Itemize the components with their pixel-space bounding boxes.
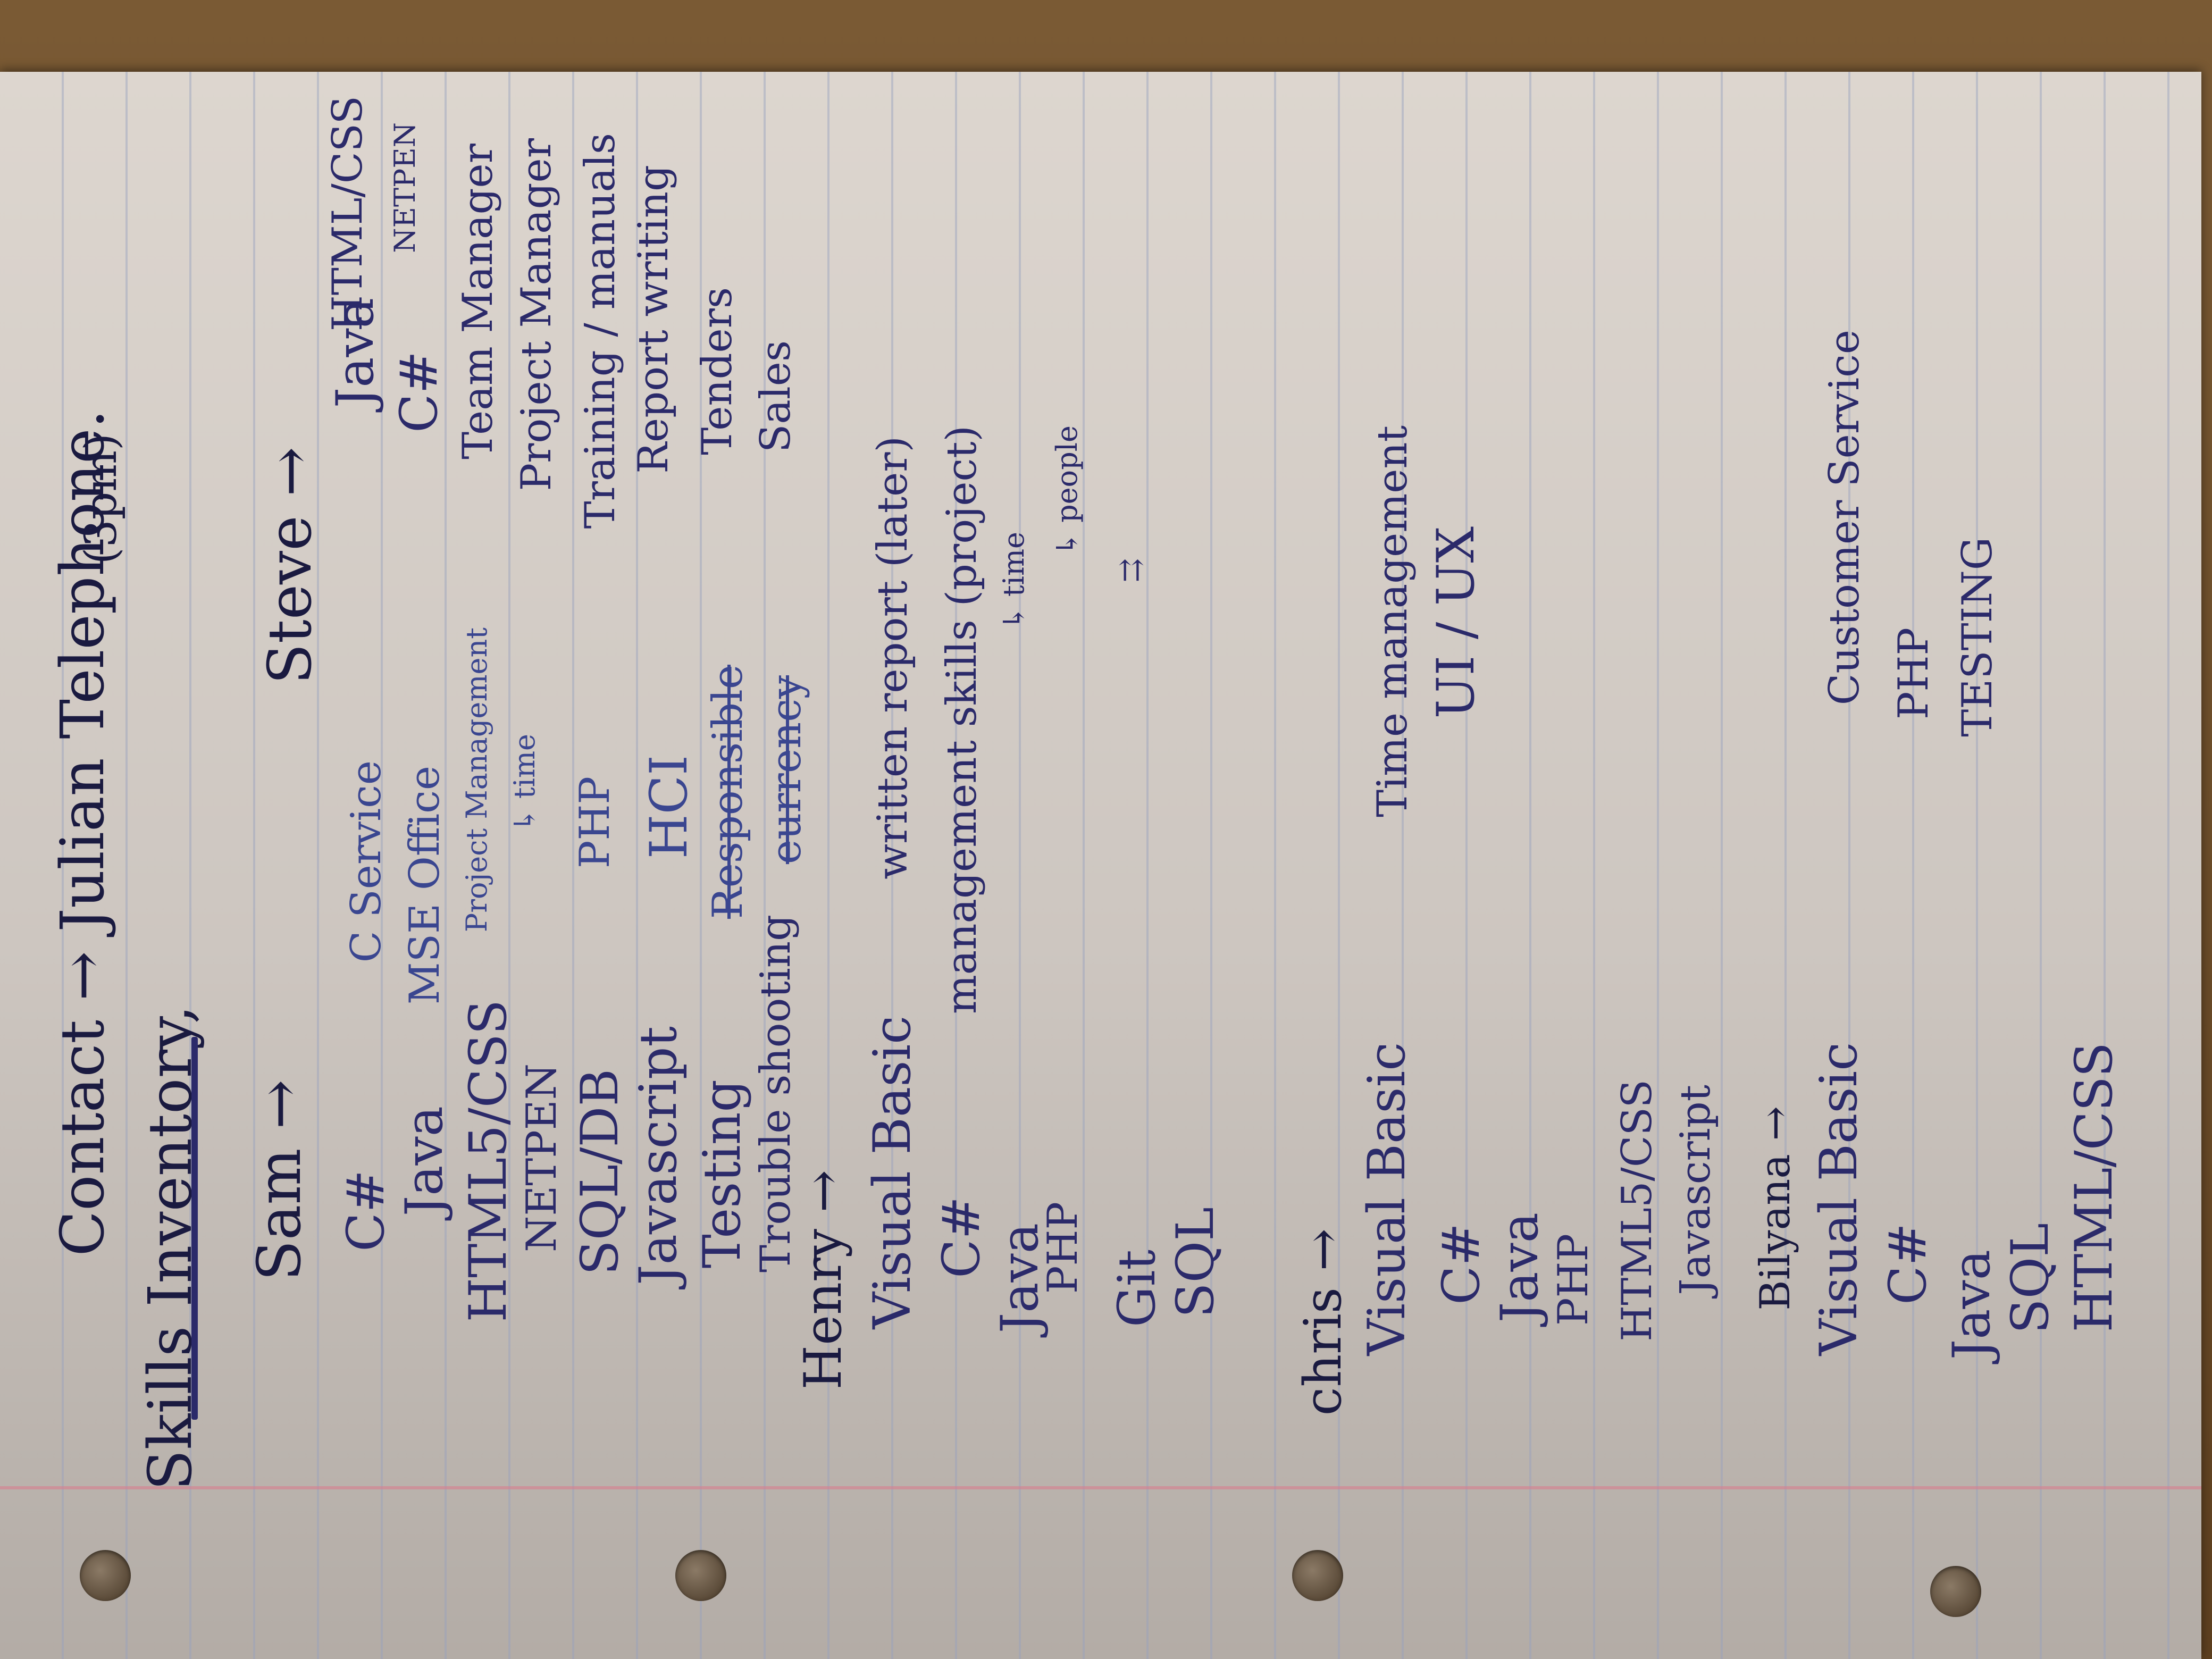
skill-item: Visual Basic	[1809, 1042, 1869, 1356]
skill-item: Time management	[1369, 425, 1417, 817]
skill-item: Project Management	[460, 627, 493, 933]
punch-hole	[1930, 1566, 1981, 1617]
skill-item: Visual Basic	[862, 1016, 922, 1329]
skill-item: SQL/DB	[570, 1069, 630, 1276]
skill-item: ↳ people	[1050, 425, 1084, 556]
skill-item: Report writing	[630, 165, 677, 474]
skill-item: C#	[1878, 1223, 1938, 1305]
skill-item: MSE Office	[401, 766, 449, 1005]
person-name-bilyana: Bilyana →	[1752, 1106, 1799, 1311]
person-name-sam: Sam →	[245, 1079, 314, 1281]
skill-item: NETPEN	[388, 122, 422, 253]
skill-item: ↳ time	[508, 734, 541, 832]
arrow-icon: ⇉	[1114, 558, 1147, 583]
person-name-chris: chris →	[1293, 1228, 1353, 1416]
punch-hole	[675, 1550, 726, 1601]
skill-item: Java	[395, 1106, 454, 1217]
skill-item: Javascript	[629, 1026, 688, 1285]
skill-item: SQL	[2000, 1223, 2060, 1334]
skill-item: management skills (project)	[938, 425, 986, 1015]
skill-item: PHP	[1039, 1202, 1087, 1294]
skill-item: UI / UX	[1426, 526, 1486, 719]
skill-item: PHP	[1890, 627, 1938, 719]
skill-item-crossed: Responsible	[704, 665, 752, 919]
skill-item: Java	[1942, 1250, 2001, 1360]
skill-item: ↳ time	[997, 532, 1030, 630]
contact-time: (3pm)	[76, 433, 127, 565]
skill-item: written report (later)	[869, 436, 917, 879]
skill-item: HTML/CSS	[324, 96, 372, 332]
skill-item: PHP	[1549, 1234, 1597, 1326]
skill-item: Training / manuals	[576, 133, 624, 529]
skill-item: Java	[990, 1223, 1050, 1334]
margin-line	[0, 1486, 2201, 1489]
person-name-steve: Steve →	[256, 447, 325, 685]
skill-item: Java	[1490, 1212, 1549, 1323]
skill-item: HTML/CSS	[2064, 1042, 2124, 1333]
skill-item: HTML5/CSS	[1613, 1079, 1661, 1342]
punch-hole	[80, 1550, 131, 1601]
skill-item: Team Manager	[454, 144, 502, 459]
skill-item: Visual Basic	[1357, 1042, 1417, 1356]
skill-item: Git	[1107, 1250, 1167, 1327]
skill-item: Customer Service	[1821, 330, 1869, 706]
person-name-henry: Henry →	[793, 1170, 853, 1390]
skill-item: HCI	[639, 755, 699, 859]
skill-item-crossed: eurrency	[763, 675, 810, 865]
skill-item: Sales	[752, 340, 800, 453]
skill-item: Trouble shooting	[752, 915, 800, 1272]
punch-hole	[1292, 1550, 1343, 1601]
notebook-page	[0, 72, 2201, 1659]
skill-item: SQL	[1166, 1207, 1225, 1318]
skill-item: Testing	[692, 1079, 752, 1269]
skill-item: C Service	[342, 760, 390, 963]
skill-item: C#	[336, 1170, 396, 1252]
skill-item: Project Manager	[513, 138, 560, 491]
skill-item: TESTING	[1954, 537, 2001, 737]
skill-item: NETPEN	[518, 1063, 566, 1252]
skill-item: Tenders	[693, 287, 741, 455]
skill-item: C#	[1431, 1223, 1491, 1305]
skill-item: C#	[389, 351, 449, 433]
skill-item: PHP	[571, 776, 619, 868]
skill-item: HTML5/CSS	[458, 1000, 518, 1322]
skill-item: Javascript	[1672, 1085, 1720, 1295]
skill-item: C#	[932, 1196, 991, 1278]
title-underline	[191, 1037, 198, 1420]
